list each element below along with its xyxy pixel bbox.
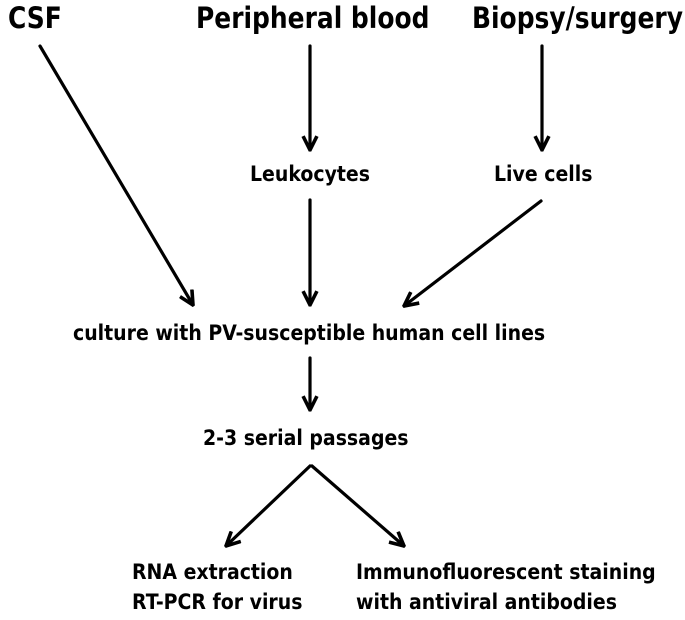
arrow-passages-to-staining (310, 464, 404, 546)
output-rna-line1: RNA extraction (132, 560, 293, 584)
node-culture: culture with PV-susceptible human cell l… (73, 321, 546, 345)
source-csf: CSF (8, 1, 62, 35)
output-staining-line1: Immunofluorescent staining (356, 560, 656, 584)
arrow-passages-to-rna (226, 464, 312, 546)
node-live-cells: Live cells (494, 162, 593, 186)
source-peripheral-blood: Peripheral blood (196, 1, 430, 35)
source-biopsy-surgery: Biopsy/surgery (472, 1, 683, 35)
output-staining-line2: with antiviral antibodies (356, 590, 617, 614)
output-immunofluorescent-staining: Immunofluorescent staining with antivira… (356, 557, 656, 617)
node-serial-passages: 2-3 serial passages (203, 426, 409, 450)
output-rna-extraction: RNA extraction RT-PCR for virus (132, 557, 302, 617)
output-rna-line2: RT-PCR for virus (132, 590, 303, 614)
node-leukocytes: Leukocytes (250, 162, 370, 186)
arrow-live-cells-to-culture (404, 199, 543, 306)
arrow-csf-to-culture (38, 44, 193, 305)
